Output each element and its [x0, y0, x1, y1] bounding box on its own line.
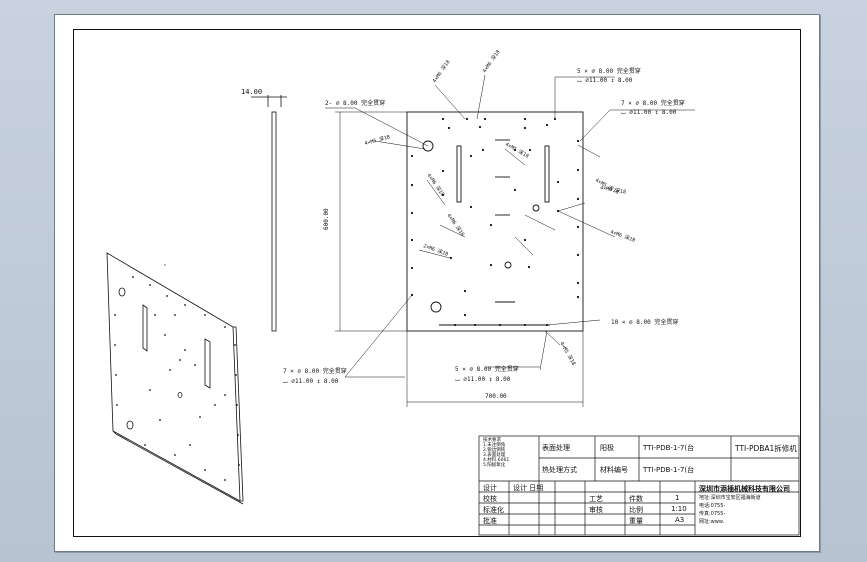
left-slot — [456, 145, 462, 203]
leader-lines — [325, 74, 695, 378]
iso-holes — [114, 264, 240, 481]
callout-thread-i: 4×M6 深18 — [445, 212, 466, 237]
callout-thread-c: 4×M6 深18 — [364, 133, 391, 147]
callout-top-5-cb: ⌴ ∅11.00 ↧ 8.00 — [577, 77, 633, 84]
drawing-no: TTI-PDB-1-7(台 — [643, 466, 695, 474]
callout-right-7: 7 × ∅ 8.00 完全贯穿 — [621, 99, 685, 107]
width-dim-text: 700.00 — [485, 393, 507, 400]
check-label: 校核 — [483, 495, 497, 503]
large-hole-center — [504, 261, 512, 269]
title-block-grid — [478, 435, 800, 536]
company-web: 网址:www. — [699, 519, 725, 525]
height-dim-text: 600.00 — [323, 208, 330, 230]
callout-thread-a: 4×M6 深18 — [431, 59, 452, 84]
iso-plate-edge — [233, 326, 244, 502]
large-hole-mid-right — [532, 204, 540, 212]
callout-right-10: 10 × ∅ 8.00 完全贯穿 — [611, 318, 678, 326]
drawing-no-label: 材料编号 — [600, 466, 628, 474]
qty-label: 件数 — [629, 495, 643, 503]
callout-top-left-hole: 2- ∅ 8.00 完全贯穿 — [325, 99, 385, 107]
technical-notes: 技术要求 1.未注倒角 2.锐边倒钝 3.表面处理 4.材料 6061 5.阳极… — [483, 438, 510, 468]
surface-label: 表面处理 — [542, 444, 570, 452]
scale-value: 1:10 — [671, 505, 687, 513]
callout-right-7-cb: ⌴ ∅11.00 ↧ 8.00 — [621, 109, 677, 116]
drawing-sheet: 14.00 — [54, 14, 820, 552]
plate-outline — [406, 111, 584, 332]
drawing-frame — [73, 29, 801, 537]
weight-label: 重量 — [629, 517, 643, 525]
side-view — [251, 95, 287, 332]
scale-label: 比例 — [629, 506, 643, 514]
design-label: 设计 — [483, 484, 497, 492]
qty-value: 1 — [675, 494, 680, 502]
callout-thread-g: 4×M6 深18 — [609, 228, 636, 243]
thickness-dim-text: 14.00 — [241, 88, 262, 96]
page-size: A3 — [675, 516, 685, 524]
isometric-view — [106, 252, 244, 505]
callout-bottom-left-7-cb: ⌴ ∅11.00 ↧ 8.00 — [283, 378, 339, 385]
company-name: 深圳市添插机械科技有限公司 — [699, 485, 790, 493]
company-address: 地址:深圳市宝安区福海街道 — [699, 495, 761, 501]
iso-plate-face — [106, 252, 241, 502]
callout-thread-d: 4×M6 深18 — [425, 172, 446, 197]
large-hole-top-left — [422, 140, 434, 152]
material-value: TTI-PDB-1-7(台 — [643, 444, 695, 452]
callout-top-5: 5 × ∅ 8.00 完全贯穿 — [577, 67, 641, 75]
standard-label: 标准化 — [483, 506, 504, 514]
large-hole-bottom-left — [430, 301, 442, 313]
callout-bottom-left-7: 7 × ∅ 8.00 完全贯穿 — [283, 367, 347, 375]
surface-value: 阳极 — [600, 444, 614, 452]
callout-thread-h: 2×M6 深18 — [422, 242, 449, 257]
heat-label: 热处理方式 — [542, 466, 577, 474]
callout-thread-b: 4×M6 深18 — [481, 49, 502, 74]
design-name: 设计 日期 — [513, 484, 544, 492]
front-view — [335, 111, 584, 407]
company-fax: 传真:0755- — [699, 511, 726, 517]
callout-thread-f: 4×M6 深18 — [600, 184, 627, 195]
review-label: 审核 — [589, 506, 603, 514]
callout-bottom-right: 4×M5 深18 — [558, 341, 577, 367]
company-tel: 电话:0755- — [699, 503, 726, 509]
cad-drawing: 14.00 — [106, 49, 800, 536]
process-label: 工艺 — [589, 495, 603, 503]
callout-bottom-5: 5 × ∅ 8.00 完全贯穿 — [455, 365, 519, 373]
callout-thread-j: 4×M5 深18 — [504, 141, 530, 160]
approve-label: 批准 — [483, 517, 497, 525]
right-slot — [544, 145, 550, 203]
small-holes — [410, 117, 580, 327]
product-name: TTI-PDBA1拆修机 — [735, 444, 797, 453]
side-plate-outline — [271, 111, 277, 332]
callout-bottom-5-cb: ⌴ ∅11.00 ↧ 8.00 — [455, 376, 511, 383]
